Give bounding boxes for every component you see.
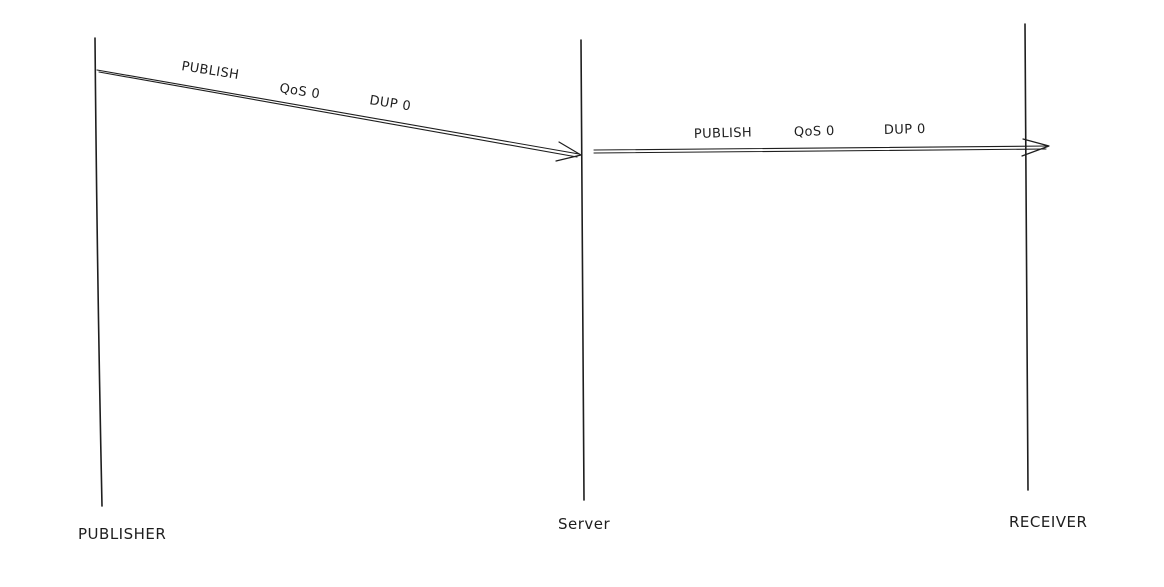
message-2-qos: QoS 0 [794,124,835,140]
server-label: Server [558,515,611,533]
message-1-type: PUBLISH [180,59,240,83]
message-2-line [593,145,1049,151]
publisher-label: PUBLISHER [78,525,166,543]
message-1-arrowhead [555,141,582,162]
receiver-lifeline [1024,23,1029,491]
message-1-dup: DUP 0 [368,93,412,114]
message-2-line-double [593,148,1047,154]
message-1-line-double [98,71,578,158]
message-2-arrowhead [1021,138,1050,157]
publisher-lifeline [94,37,103,507]
message-1-qos: QoS 0 [278,81,321,102]
message-2-dup: DUP 0 [884,122,926,138]
server-lifeline [580,39,585,501]
message-publisher-to-server: PUBLISH QoS 0 DUP 0 [96,59,582,162]
message-1-line [96,69,580,155]
message-2-type: PUBLISH [694,125,753,142]
receiver-label: RECEIVER [1009,513,1087,531]
message-server-to-receiver: PUBLISH QoS 0 DUP 0 [593,122,1050,157]
